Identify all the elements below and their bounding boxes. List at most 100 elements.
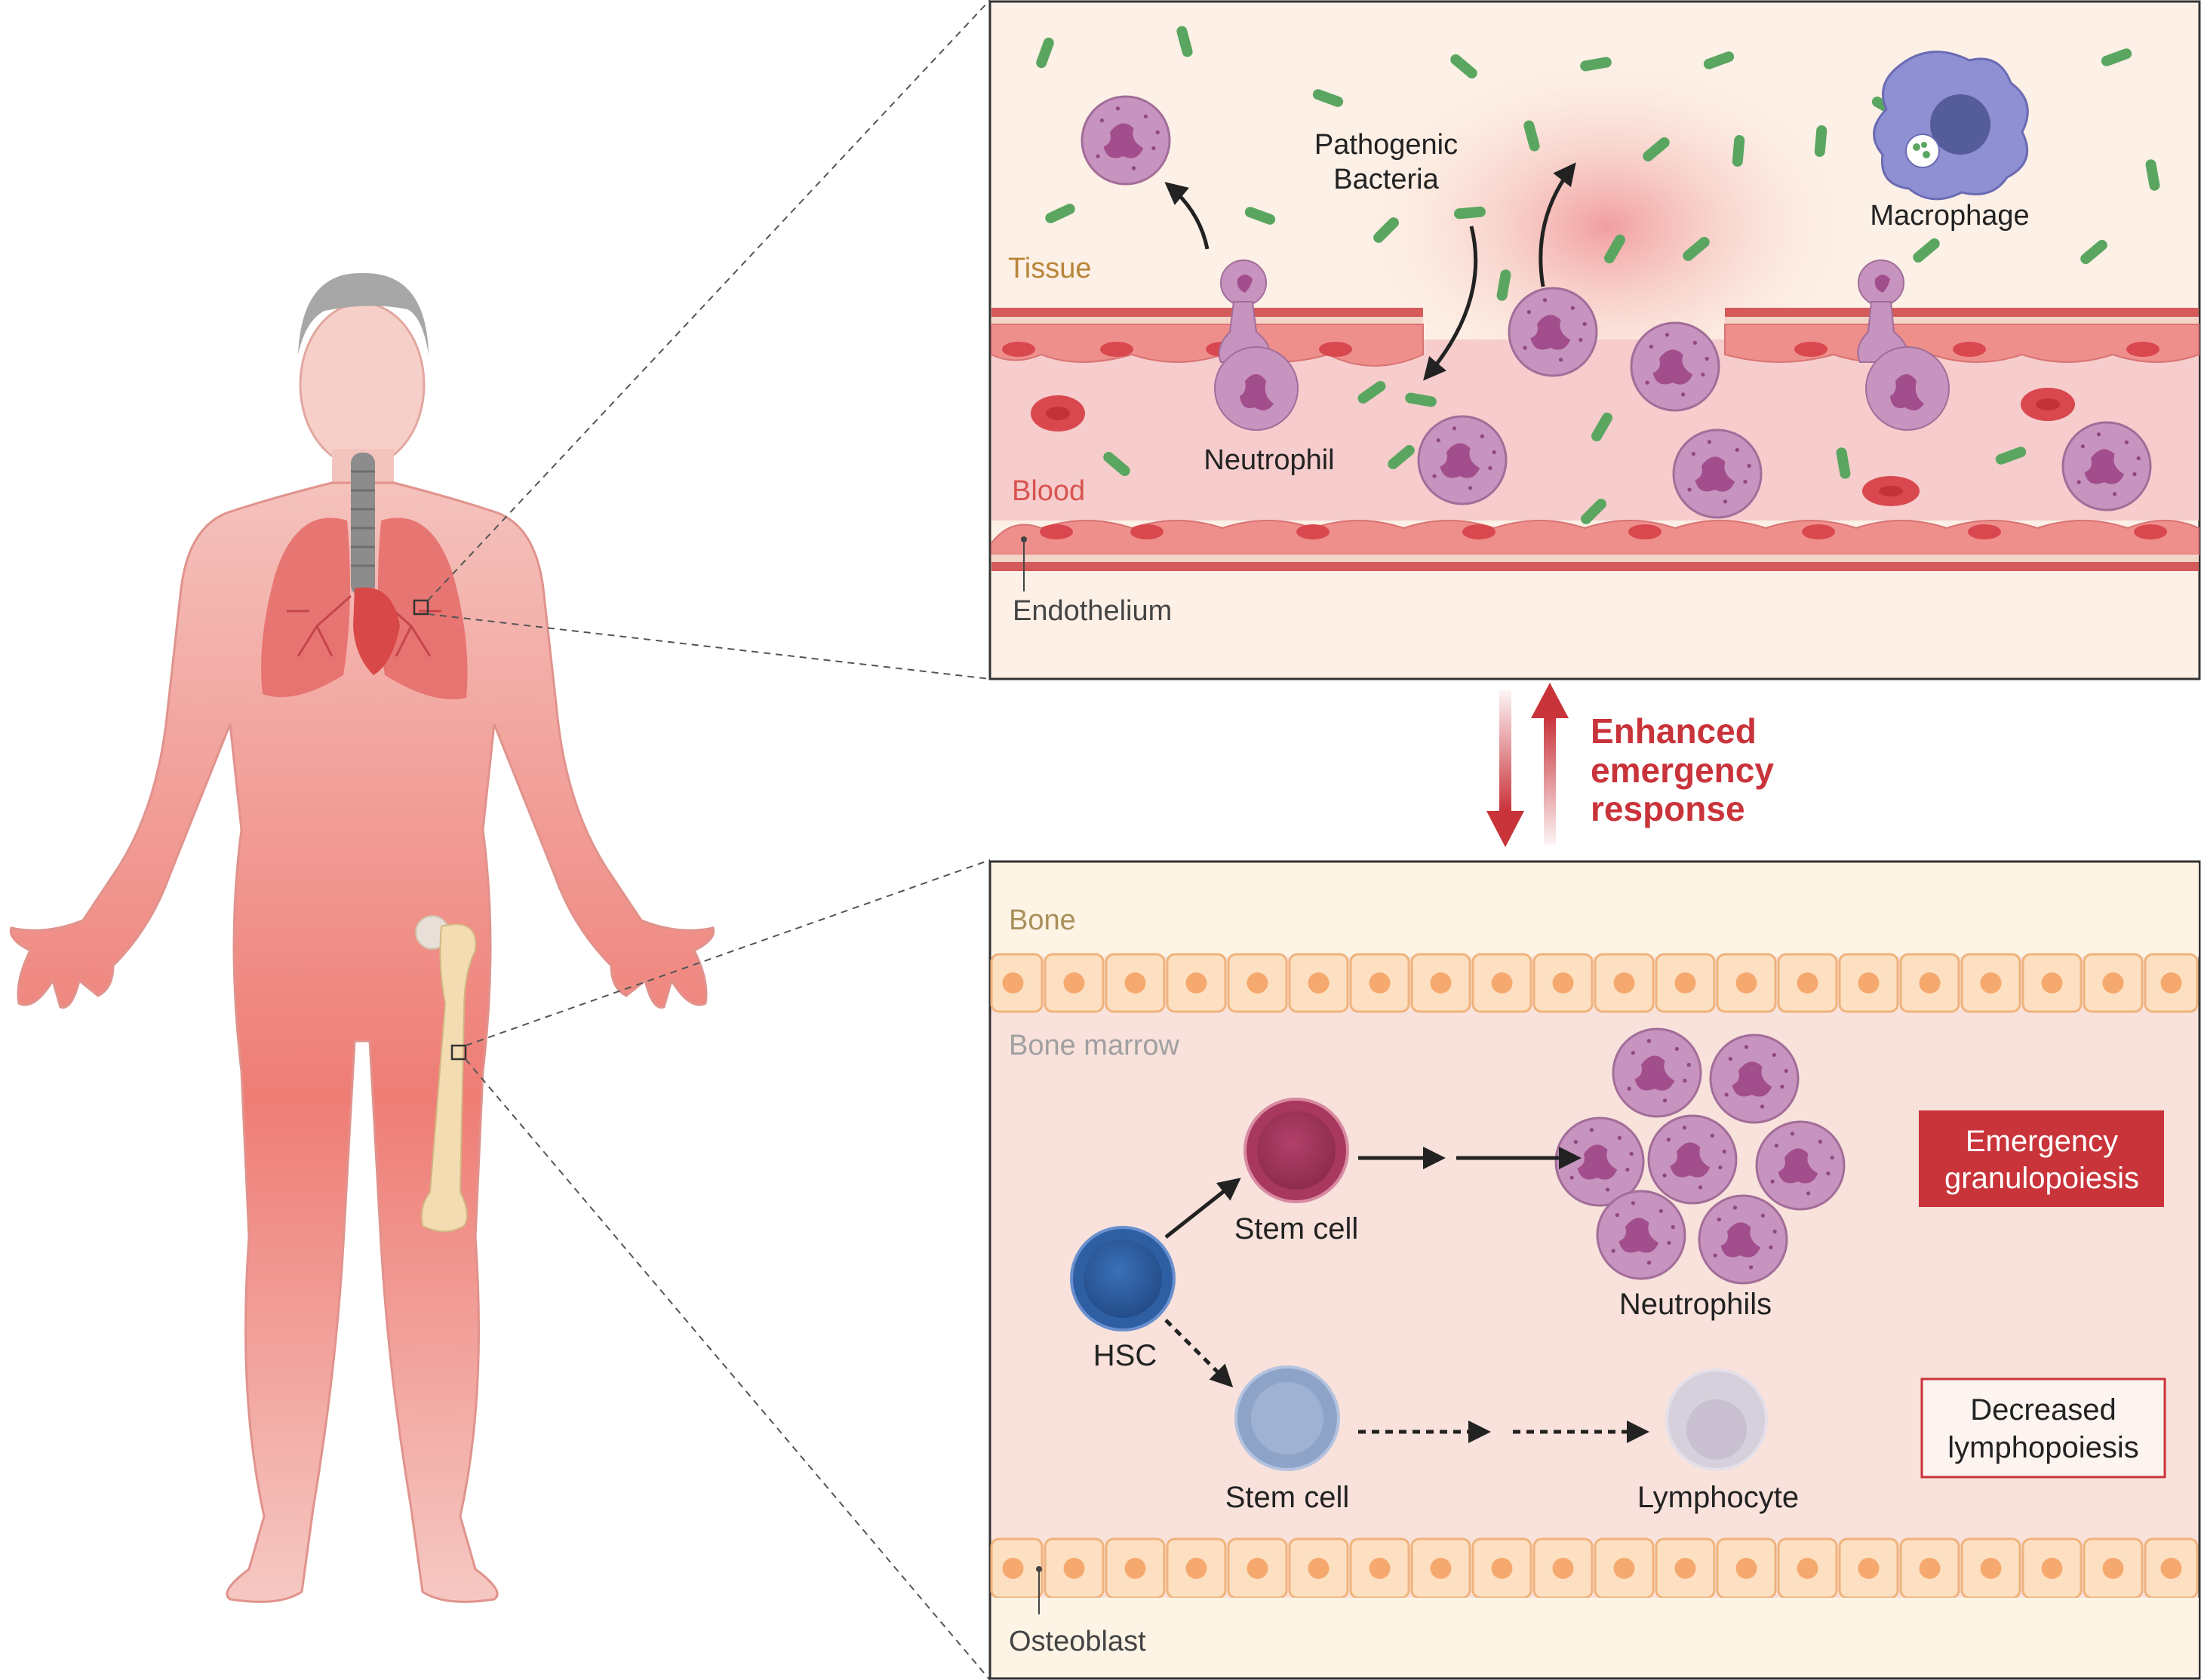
bacterium-icon (1312, 89, 1344, 107)
osteoblast-icon (1410, 1537, 1471, 1599)
osteoblast-icon (2144, 953, 2199, 1013)
osteoblast-icon (1532, 1537, 1594, 1599)
osteoblast-icon (1044, 1537, 1105, 1599)
vessel-wall-bottom (991, 520, 2199, 571)
bacterium-icon (1995, 447, 2027, 465)
neutrophil-icon (2061, 421, 2152, 511)
osteoblast-icon (2021, 953, 2083, 1013)
osteoblast-icon (1716, 953, 1777, 1013)
bacterium-icon (1357, 380, 1386, 404)
osteoblast-icon (1960, 953, 2021, 1013)
osteoblast-icon (2083, 1537, 2144, 1599)
osteoblast-icon (1166, 953, 1227, 1013)
osteoblast-icon (1899, 953, 1960, 1013)
red-blood-cell-icon (1031, 388, 2075, 506)
head (299, 302, 426, 468)
osteoblast-icon (1655, 1537, 1716, 1599)
neutrophil-icon (1417, 415, 1508, 505)
hsc-icon (1070, 1226, 1176, 1331)
osteoblast-icon (990, 1537, 1044, 1599)
neutrophil-icon (1630, 321, 1720, 412)
granulopoiesis-line2: granulopoiesis (1944, 1162, 2139, 1195)
osteoblast-icon (1105, 1537, 1166, 1599)
lymphocyte-label: Lymphocyte (1637, 1481, 1799, 1514)
vessel-wall-top-left (991, 308, 1424, 367)
osteoblast-icon (1349, 1537, 1410, 1599)
neutrophil-icon (1755, 1120, 1846, 1211)
bone-marrow-panel: Bone Bone marrow Stem cell HSC Neutrophi… (988, 860, 2201, 1680)
decreased-lymphopoiesis-box (1920, 1377, 2166, 1479)
macrophage-label: Macrophage (1870, 200, 2029, 232)
osteoblast-row-bottom (990, 1537, 2199, 1599)
neutrophil-icon (1554, 1116, 1645, 1207)
vessel-wall-top-right (1724, 308, 2199, 363)
stem-cell-bottom-label: Stem cell (1225, 1481, 1350, 1514)
osteoblast-icon (2021, 1537, 2083, 1599)
osteoblast-icon (1594, 953, 1655, 1013)
bacteria-group (1036, 26, 2160, 524)
bacterium-icon (1683, 237, 1710, 261)
blood-label: Blood (1012, 475, 1085, 507)
bacterium-icon (1523, 120, 1540, 152)
stem-cell-icon (1234, 1365, 1340, 1471)
osteoblast-icon (1594, 1537, 1655, 1599)
bacterium-icon (2145, 159, 2160, 191)
bacterium-icon (1580, 57, 1612, 72)
osteoblast-icon (1899, 1537, 1960, 1599)
endothelium-label: Endothelium (1013, 595, 1172, 627)
hsc-label: HSC (1093, 1339, 1157, 1372)
osteoblast-icon (1960, 1537, 2021, 1599)
lymphocyte-icon (1665, 1368, 1768, 1471)
bacterium-icon (1405, 392, 1437, 407)
neutrophil-icon (1709, 1033, 1800, 1124)
body-silhouette (9, 481, 715, 1603)
bacterium-icon (1176, 26, 1193, 57)
bacteria-label-line1: Pathogenic (1314, 129, 1458, 161)
bacterium-icon (1643, 137, 1670, 161)
macrophage-icon (1873, 51, 2029, 201)
neutrophil-icon (1672, 428, 1763, 519)
neutrophil-icon (1081, 95, 1171, 186)
bacterium-icon (1454, 206, 1486, 220)
human-body-icon (9, 272, 715, 1603)
osteoblast-icon (1166, 1537, 1227, 1599)
arrow-down (1423, 226, 1478, 381)
bacterium-icon (2101, 48, 2132, 66)
emergency-granulopoiesis-box (1919, 1110, 2164, 1207)
bacterium-icon (1045, 204, 1075, 223)
bacterium-icon (1836, 447, 1851, 479)
differentiation-arrows (1164, 1147, 1649, 1443)
osteoblast-icon (1044, 953, 1105, 1013)
bacteria-label-line2: Bacteria (1333, 164, 1439, 195)
bone-zoom-box (450, 1044, 467, 1061)
osteoblast-icon (1410, 953, 1471, 1013)
neutrophil-label: Neutrophil (1203, 444, 1334, 476)
neutrophil-icon (1647, 1114, 1738, 1205)
bacterium-icon (1373, 217, 1399, 243)
granulopoiesis-line1: Emergency (1966, 1125, 2118, 1158)
osteoblast-icon (1532, 953, 1594, 1013)
osteoblast-icon (1227, 1537, 1288, 1599)
osteoblast-icon (1777, 953, 1838, 1013)
bacterium-icon (1913, 238, 1940, 263)
lymphopoiesis-line2: lymphopoiesis (1947, 1431, 2138, 1464)
arrow-up-left (1164, 182, 1210, 250)
neutrophil-cluster (1554, 1027, 1846, 1285)
osteoblast-icon (1838, 953, 1899, 1013)
hair (298, 272, 429, 355)
neutrophils-label: Neutrophils (1619, 1288, 1772, 1321)
osteoblast-icon (1838, 1537, 1899, 1599)
osteoblast-icon (1227, 953, 1288, 1013)
heart-icon (353, 587, 400, 675)
osteoblast-icon (1288, 1537, 1349, 1599)
lymphopoiesis-line1: Decreased (1970, 1393, 2116, 1427)
bacterium-icon (2080, 240, 2107, 264)
neutrophil-icon (1612, 1027, 1702, 1118)
neutrophil-icon (1508, 287, 1598, 377)
bacterium-icon (1591, 412, 1612, 442)
bacterium-icon (1450, 54, 1477, 78)
lung-zoom-box (413, 599, 429, 616)
bacterium-icon (1103, 452, 1130, 476)
bone-label: Bone (1009, 904, 1076, 936)
